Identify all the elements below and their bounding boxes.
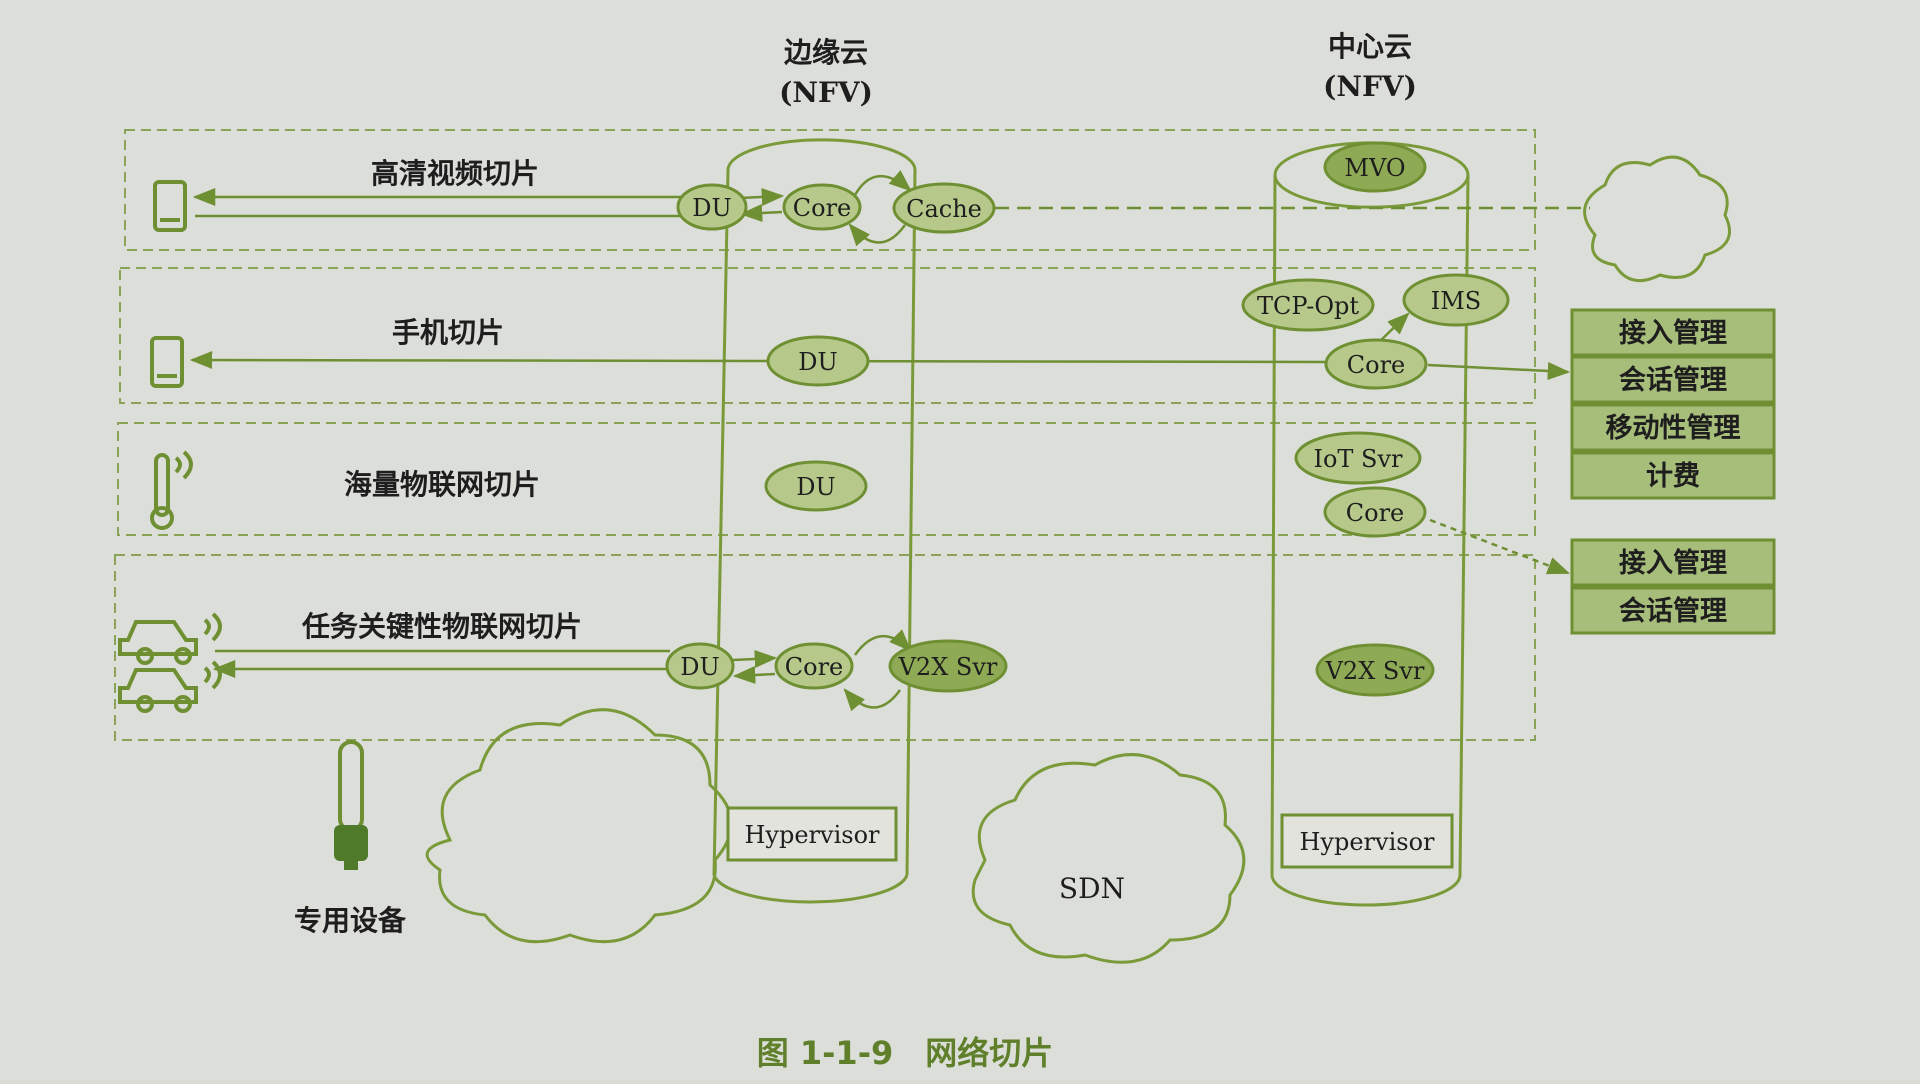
link-core-phone <box>189 351 1331 370</box>
node-du-hd-label: DU <box>692 194 731 222</box>
node-core-iot <box>1323 486 1427 538</box>
thermometer-icon <box>150 450 193 530</box>
link-core-functions <box>1427 361 1571 380</box>
node-du-critical <box>665 642 735 690</box>
node-core-critical-label: Core <box>785 653 844 681</box>
cloud-sdn <box>971 753 1246 964</box>
link-v2x-core <box>843 688 902 712</box>
function-label-5: 接入管理 <box>1619 548 1727 579</box>
function-box-1 <box>1570 308 1776 357</box>
node-du-iot-label: DU <box>796 473 835 501</box>
band-critical-iot <box>114 554 1536 741</box>
node-du-phone <box>766 335 870 387</box>
node-core-critical <box>774 642 854 690</box>
link-du-core <box>739 187 785 206</box>
center-cloud-subtitle: (NFV) <box>1323 70 1417 103</box>
link-core-du <box>739 203 783 222</box>
function-label-6: 会话管理 <box>1619 596 1727 627</box>
band-massive-iot <box>117 422 1536 536</box>
node-ims <box>1402 273 1510 327</box>
link-du-core-2 <box>732 649 778 668</box>
edge-cloud-subtitle: (NFV) <box>779 76 873 109</box>
band-phone <box>119 267 1536 404</box>
node-du-phone-label: DU <box>798 348 837 376</box>
node-cache <box>892 182 996 234</box>
function-label-1: 接入管理 <box>1619 318 1727 349</box>
link-core-v2x <box>853 629 912 656</box>
node-iot-svr <box>1294 431 1422 485</box>
figure-caption: 图 1-1-9 网络切片 <box>757 1034 1054 1072</box>
node-mvo <box>1323 141 1427 193</box>
car-icon <box>118 612 222 665</box>
edge-cloud-cylinder <box>712 138 917 904</box>
phone-icon <box>153 180 187 232</box>
node-v2x-center-label: V2X Svr <box>1325 657 1425 685</box>
dedicated-device-icon <box>334 740 368 870</box>
node-du-iot <box>764 460 868 512</box>
node-cache-label: Cache <box>906 195 982 223</box>
node-tcp-opt-label: TCP-Opt <box>1257 292 1359 320</box>
link-core-cache <box>853 169 912 196</box>
node-du-hd <box>676 183 748 231</box>
node-tcp-opt <box>1241 278 1375 332</box>
slice-label-critical-iot: 任务关键性物联网切片 <box>301 610 582 643</box>
slice-label-massive-iot: 海量物联网切片 <box>344 468 540 501</box>
dedicated-device-label: 专用设备 <box>294 904 407 937</box>
band-hd-video <box>124 129 1536 251</box>
cloud-left <box>425 708 733 944</box>
node-v2x-edge <box>888 639 1008 693</box>
function-box-3 <box>1570 403 1776 452</box>
small-cloud-top-right <box>1583 155 1731 283</box>
node-core-phone-label: Core <box>1347 351 1406 379</box>
function-box-2 <box>1570 355 1776 404</box>
node-core-phone <box>1324 338 1428 390</box>
hypervisor-center-box <box>1280 813 1454 869</box>
function-box-6 <box>1570 586 1776 635</box>
hypervisor-edge-box <box>726 806 898 862</box>
center-cloud-title: 中心云 <box>1328 30 1412 63</box>
node-ims-label: IMS <box>1431 287 1482 315</box>
node-iot-svr-label: IoT Svr <box>1313 445 1403 473</box>
slice-label-phone: 手机切片 <box>392 316 504 349</box>
function-label-4: 计费 <box>1646 461 1700 492</box>
function-label-2: 会话管理 <box>1619 365 1727 396</box>
link-cache-core <box>848 223 907 247</box>
link-core-du-2 <box>732 665 776 684</box>
phone-icon <box>150 336 184 388</box>
link-core-ims <box>1377 312 1410 344</box>
slice-label-hd-video: 高清视频切片 <box>371 157 539 190</box>
sdn-label: SDN <box>1059 872 1125 905</box>
node-core-hd <box>782 183 862 231</box>
node-v2x-edge-label: V2X Svr <box>898 653 998 681</box>
node-core-hd-label: Core <box>793 194 852 222</box>
node-v2x-center <box>1315 643 1435 697</box>
node-du-critical-label: DU <box>680 653 719 681</box>
node-core-iot-label: Core <box>1346 499 1405 527</box>
function-label-3: 移动性管理 <box>1606 413 1741 444</box>
node-mvo-label: MVO <box>1344 154 1405 182</box>
hypervisor-center-label: Hypervisor <box>1300 828 1436 856</box>
function-box-5 <box>1570 538 1776 587</box>
hypervisor-edge-label: Hypervisor <box>745 821 881 849</box>
link-iot-core-functions <box>1429 518 1571 575</box>
edge-cloud-title: 边缘云 <box>784 36 868 69</box>
function-box-4 <box>1570 451 1776 500</box>
